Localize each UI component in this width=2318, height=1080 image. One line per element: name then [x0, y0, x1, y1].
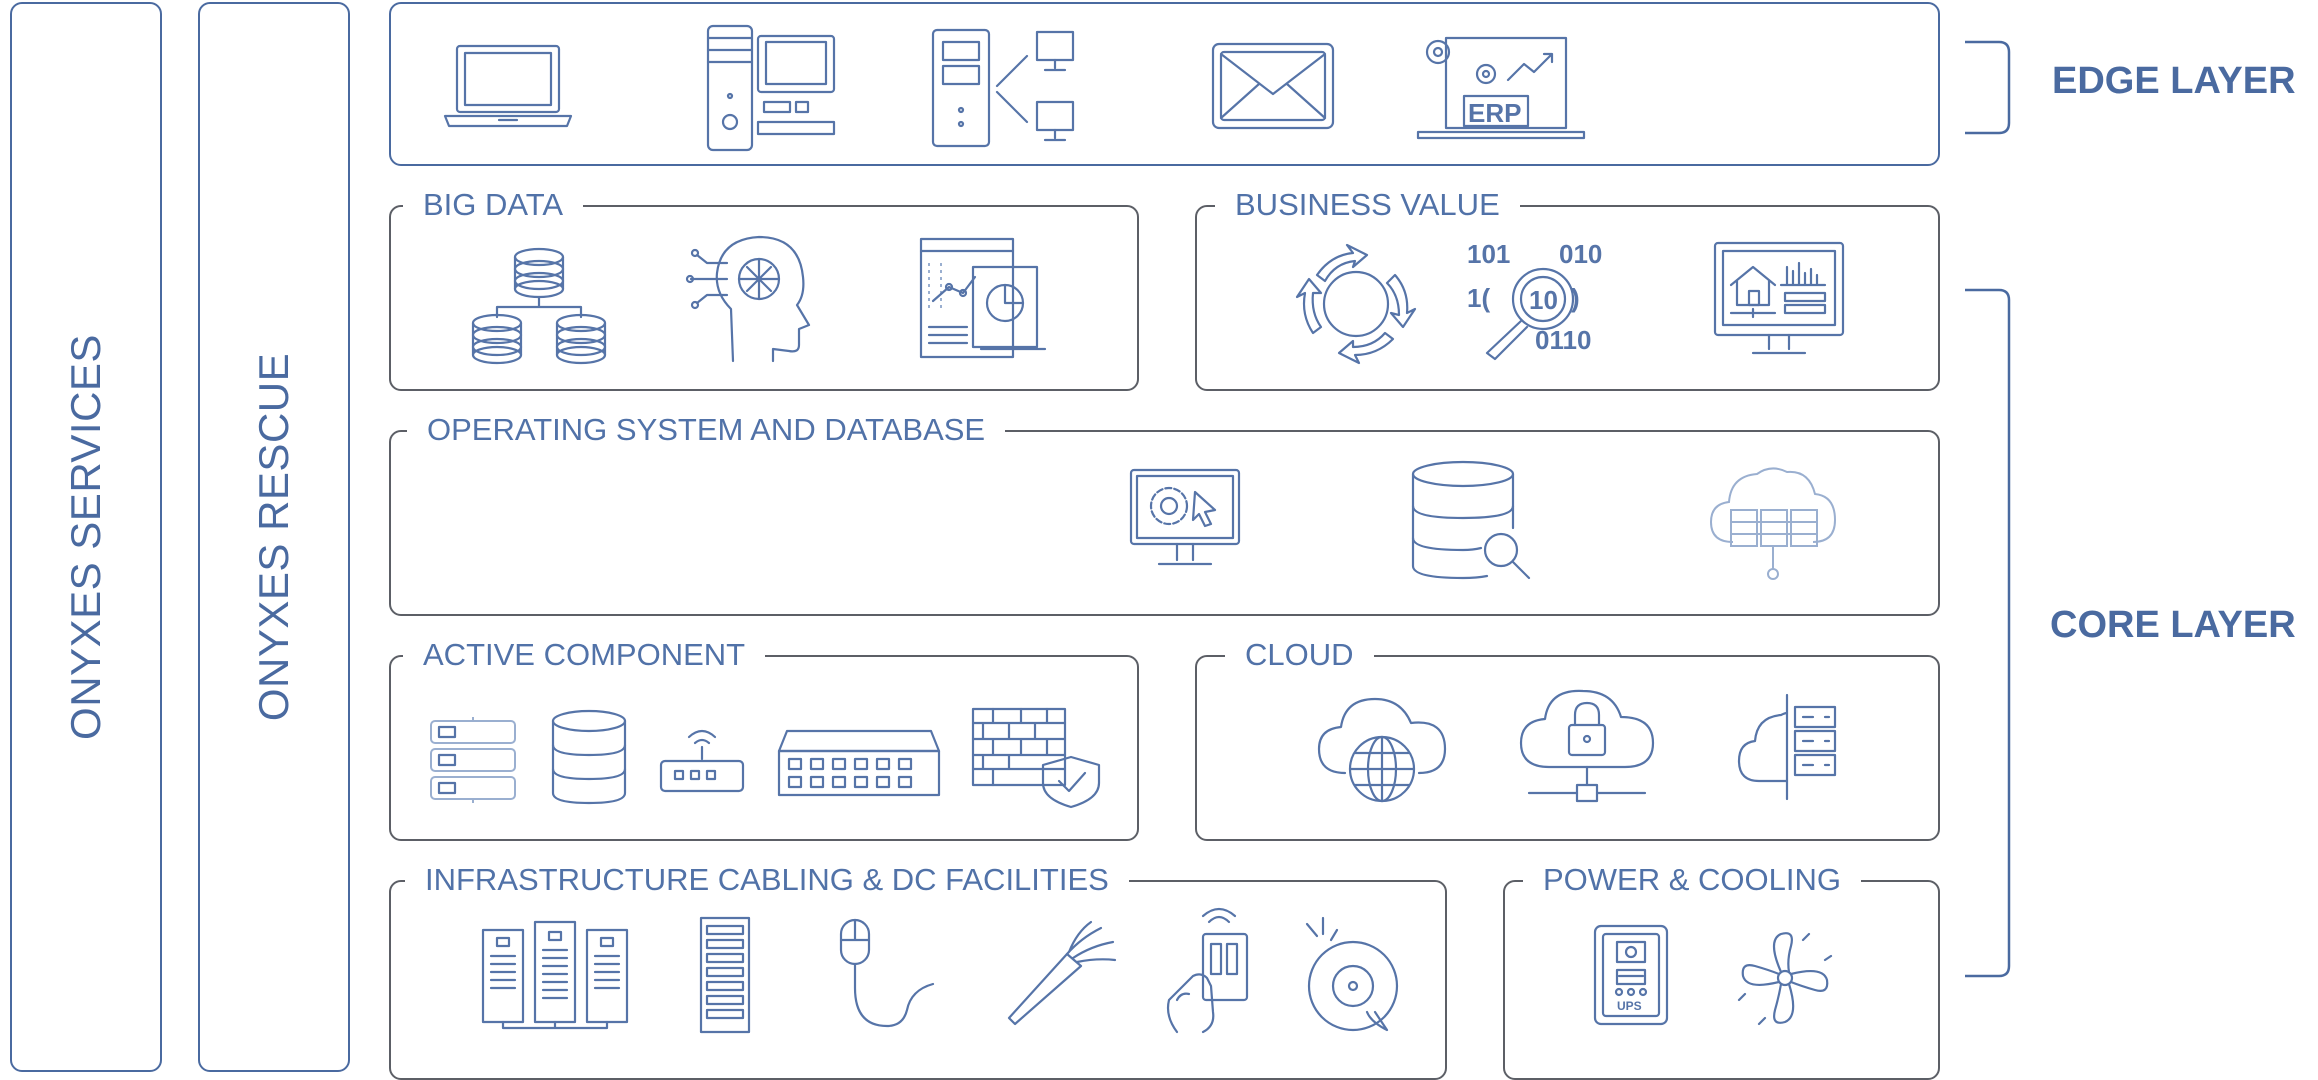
- laptop-icon: [443, 42, 573, 132]
- power-cooling-label: POWER & COOLING: [1523, 860, 1861, 900]
- active-component-label: ACTIVE COMPONENT: [403, 635, 766, 675]
- edge-layer-box: ERP: [389, 2, 1940, 166]
- svg-text:1(: 1(: [1467, 283, 1490, 313]
- infrastructure-label: INFRASTRUCTURE CABLING & DC FACILITIES: [405, 860, 1129, 900]
- server-stack-icon: [427, 717, 519, 803]
- cloud-lock-icon: [1515, 687, 1659, 811]
- svg-text:101: 101: [1467, 239, 1510, 269]
- settings-monitor-icon: [1129, 468, 1241, 578]
- server-rack-cluster-icon: [481, 920, 629, 1032]
- database-cluster-icon: [471, 245, 607, 363]
- edge-layer-label: EDGE LAYER: [2052, 60, 2296, 102]
- email-icon: [1211, 42, 1335, 130]
- analytics-report-icon: [919, 237, 1049, 361]
- onyxes-rescue-label: ONYXES RESCUE: [250, 352, 297, 722]
- cycle-arrows-icon: [1297, 245, 1415, 363]
- cloud-group: CLOUD: [1195, 635, 1940, 841]
- network-switch-icon: [777, 729, 941, 799]
- ups-icon: UPS: [1593, 924, 1669, 1026]
- cloud-server-icon: [1737, 693, 1841, 801]
- dashboard-monitor-icon: [1713, 241, 1845, 365]
- svg-text:): ): [1571, 283, 1580, 313]
- svg-text:10: 10: [1529, 285, 1558, 315]
- database-icon: [549, 709, 629, 805]
- firewall-icon: [971, 707, 1101, 809]
- power-cooling-group: POWER & COOLING UPS: [1503, 860, 1940, 1080]
- cloud-globe-icon: [1315, 695, 1449, 809]
- os-database-label: OPERATING SYSTEM AND DATABASE: [407, 410, 1006, 450]
- core-layer-bracket: [1965, 288, 2017, 978]
- erp-icon: ERP: [1416, 32, 1586, 144]
- edge-layer-bracket: [1965, 40, 2017, 135]
- ai-head-icon: [687, 233, 813, 363]
- svg-text:UPS: UPS: [1617, 999, 1642, 1013]
- router-icon: [659, 723, 745, 797]
- os-database-group: OPERATING SYSTEM AND DATABASE: [389, 410, 1940, 616]
- active-component-group: ACTIVE COMPONENT: [389, 635, 1139, 841]
- big-data-label: BIG DATA: [403, 185, 584, 225]
- big-data-group: BIG DATA: [389, 185, 1139, 391]
- access-card-icon: [1163, 912, 1251, 1034]
- fiber-cable-icon: [1007, 920, 1117, 1028]
- cooling-fan-icon: [1737, 930, 1833, 1026]
- svg-text:010: 010: [1559, 239, 1602, 269]
- onyxes-services-label: ONYXES SERVICES: [62, 334, 109, 740]
- onyxes-services-column: ONYXES SERVICES: [10, 2, 162, 1072]
- server-rack-icon: [699, 916, 751, 1034]
- cloud-servers-icon: [1709, 460, 1837, 588]
- server-network-icon: [931, 26, 1081, 152]
- core-layer-label: CORE LAYER: [2050, 604, 2296, 646]
- infrastructure-group: INFRASTRUCTURE CABLING & DC FACILITIES: [389, 860, 1447, 1080]
- hard-disk-icon: [1301, 916, 1401, 1034]
- cloud-label: CLOUD: [1225, 635, 1374, 675]
- business-value-label: BUSINESS VALUE: [1215, 185, 1520, 225]
- desktop-computer-icon: [706, 24, 836, 152]
- database-search-icon: [1409, 460, 1539, 588]
- svg-text:ERP: ERP: [1468, 98, 1521, 128]
- mouse-cable-icon: [839, 918, 935, 1032]
- onyxes-rescue-column: ONYXES RESCUE: [198, 2, 350, 1072]
